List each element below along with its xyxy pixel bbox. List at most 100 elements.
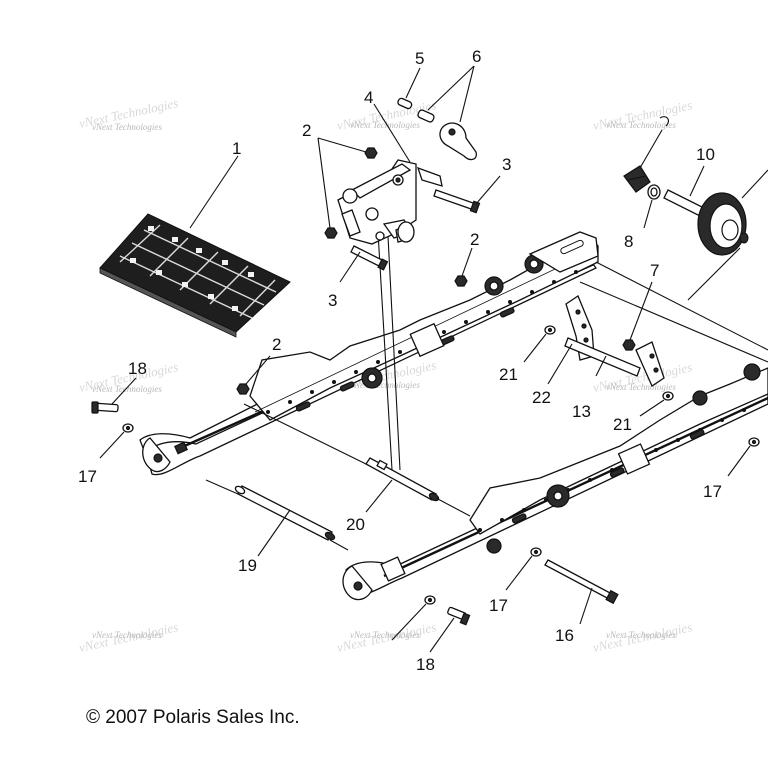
leader-line xyxy=(579,281,768,363)
washer-17-bottom xyxy=(530,547,542,557)
callout-label: 3 xyxy=(328,291,337,310)
leader-line xyxy=(459,65,475,123)
arm-13-right xyxy=(635,341,665,387)
idler-wheel xyxy=(697,192,749,256)
callout-label: 17 xyxy=(703,482,722,501)
nut-2-upper-b xyxy=(324,227,338,239)
leader-line xyxy=(317,137,367,153)
leader-line xyxy=(365,479,393,513)
leader-line xyxy=(243,403,367,465)
leader-line xyxy=(475,175,501,205)
leader-line xyxy=(373,103,411,163)
leader-line xyxy=(687,247,741,301)
leader-line xyxy=(629,281,653,341)
watermark-text: vNext Technologies xyxy=(350,120,420,130)
watermark-text: vNext Technologies xyxy=(92,122,162,132)
leader-line xyxy=(547,343,573,385)
cross-shaft xyxy=(234,485,336,541)
callout-label: 7 xyxy=(650,261,659,280)
left-slide-rail xyxy=(139,231,599,476)
leader-line xyxy=(639,399,665,417)
cam-6 xyxy=(439,122,477,161)
bearing-cap xyxy=(623,165,651,193)
leader-line xyxy=(391,603,427,641)
leader-line xyxy=(435,497,471,517)
callout-label: 18 xyxy=(128,359,147,378)
pivot-arm xyxy=(337,159,443,245)
callout-label: 6 xyxy=(472,47,481,66)
callout-label: 5 xyxy=(415,49,424,68)
callout-label: 17 xyxy=(78,467,97,486)
callout-label: 10 xyxy=(696,145,715,164)
nut-2-upper xyxy=(364,147,378,159)
washer-21-left xyxy=(544,325,556,335)
callout-label: 19 xyxy=(238,556,257,575)
callout-label: 1 xyxy=(232,139,241,158)
leader-line xyxy=(205,479,239,495)
callout-label: 3 xyxy=(502,155,511,174)
leader-line xyxy=(245,355,271,385)
leader-line xyxy=(387,235,401,471)
washer-17-rear-right xyxy=(748,437,760,447)
callout-label: 13 xyxy=(572,402,591,421)
leader-line xyxy=(727,445,751,477)
leader-line xyxy=(111,377,137,405)
leader-line xyxy=(99,431,125,459)
watermark-text: vNext Technologies xyxy=(350,630,420,640)
spring-clip xyxy=(659,116,669,127)
leader-line xyxy=(595,355,607,377)
leader-line xyxy=(595,261,768,351)
callout-label: 20 xyxy=(346,515,365,534)
washer-17-front-bottom xyxy=(424,595,436,605)
callout-label: 16 xyxy=(555,626,574,645)
bolt-3-lower xyxy=(350,245,389,271)
leader-line xyxy=(427,65,475,111)
washer-21-right xyxy=(662,391,674,401)
leader-line xyxy=(639,129,663,169)
watermark-text: vNext Technologies xyxy=(606,382,676,392)
watermark-text: vNext Technologies xyxy=(606,630,676,640)
track-clip-block xyxy=(99,213,291,338)
leader-line xyxy=(189,155,239,229)
nut-2-front xyxy=(236,383,250,395)
callout-label: 2 xyxy=(470,230,479,249)
washer-17-front xyxy=(122,423,134,433)
bushing-5 xyxy=(397,97,413,110)
leader-line xyxy=(257,509,291,557)
callout-label: 18 xyxy=(416,655,435,674)
callout-labels: 1 2 2 2 3 3 4 5 6 7 8 10 13 16 17 17 17 … xyxy=(78,47,722,674)
leader-line xyxy=(643,199,653,229)
bushing-6 xyxy=(417,109,435,123)
callout-label: 22 xyxy=(532,388,551,407)
callout-label: 8 xyxy=(624,232,633,251)
leader-line xyxy=(523,333,547,363)
bolt-18-front xyxy=(91,401,119,414)
callout-label: 2 xyxy=(302,121,311,140)
leader-line xyxy=(579,587,593,625)
leader-line xyxy=(377,231,393,471)
right-slide-rail xyxy=(342,363,768,601)
nut-7 xyxy=(622,339,636,351)
callout-label: 21 xyxy=(613,415,632,434)
shaft-20 xyxy=(365,457,440,502)
callout-label: 2 xyxy=(272,335,281,354)
callout-label: 17 xyxy=(489,596,508,615)
washer-8 xyxy=(647,184,661,200)
leader-line xyxy=(741,169,768,199)
leader-line xyxy=(689,165,705,197)
shaft-13 xyxy=(564,337,641,377)
watermark-text: vNext Technologies xyxy=(92,384,162,394)
watermark-text: vNext Technologies xyxy=(350,380,420,390)
bolt-16 xyxy=(544,559,619,605)
bolt-3-upper xyxy=(433,189,481,214)
leader-line xyxy=(329,539,349,551)
leader-line xyxy=(317,137,331,229)
watermark-text: vNext Technologies xyxy=(606,120,676,130)
nut-2-rail xyxy=(454,275,468,287)
leader-line xyxy=(461,247,473,277)
leader-line xyxy=(339,251,361,283)
watermark-text: vNext Technologies xyxy=(92,630,162,640)
callout-label: 4 xyxy=(364,88,373,107)
